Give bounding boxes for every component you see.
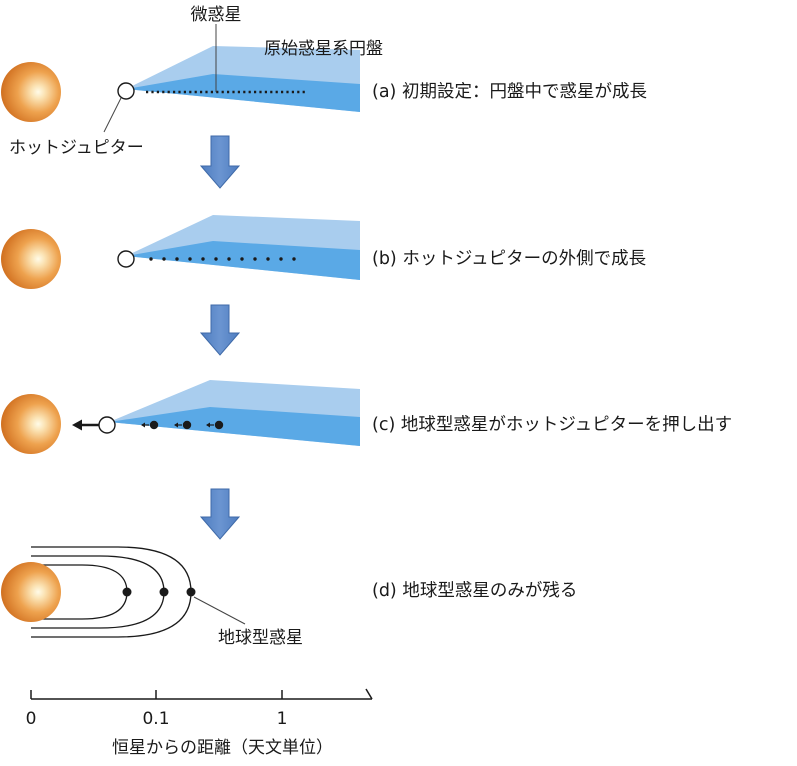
hot-jupiter-pointer <box>103 97 122 133</box>
terrestrial-planets <box>122 587 196 597</box>
protoplanetary-disk <box>126 46 360 112</box>
star <box>1 62 61 122</box>
planetesimal-dots <box>149 257 296 261</box>
star <box>1 562 61 622</box>
stage-c-caption: (c) 地球型惑星がホットジュピターを押し出す <box>372 415 732 435</box>
hot-jupiter <box>117 82 135 100</box>
stage-a: 微惑星 原始惑星系円盤 ホットジュピター (a) 初期設定：円盤中で惑星が成長 <box>1 5 647 158</box>
protoplanetary-disk <box>126 215 360 280</box>
protoplanetary-disk-label: 原始惑星系円盤 <box>264 39 383 59</box>
tick-label-0: 0 <box>26 709 37 729</box>
down-arrow-1 <box>199 135 241 189</box>
star <box>1 229 61 289</box>
axis-label: 恒星からの距離（天文単位） <box>112 738 333 758</box>
protoplanetary-disk <box>109 380 360 446</box>
planetesimal-label: 微惑星 <box>191 5 242 25</box>
stage-d: 地球型惑星 (d) 地球型惑星のみが残る <box>1 546 577 648</box>
down-arrow-2 <box>199 304 241 356</box>
distance-axis: 0 0.1 1 恒星からの距離（天文単位） <box>26 688 373 758</box>
terrestrial-planet-label: 地球型惑星 <box>218 628 303 648</box>
star <box>1 394 61 454</box>
hot-jupiter-label: ホットジュピター <box>9 138 144 158</box>
hot-jupiter <box>117 250 135 268</box>
tick-label-0.1: 0.1 <box>142 709 169 729</box>
stage-a-caption: (a) 初期設定：円盤中で惑星が成長 <box>372 82 647 102</box>
stage-b-caption: (b) ホットジュピターの外側で成長 <box>372 249 646 269</box>
stage-b: (b) ホットジュピターの外側で成長 <box>1 215 646 289</box>
stage-c: (c) 地球型惑星がホットジュピターを押し出す <box>1 380 732 454</box>
down-arrow-3 <box>199 488 241 540</box>
tick-label-1: 1 <box>277 709 288 729</box>
terrestrial-planets-migrating <box>141 420 224 430</box>
push-arrow <box>72 419 99 431</box>
hot-jupiter <box>98 416 116 434</box>
stage-d-caption: (d) 地球型惑星のみが残る <box>372 581 577 601</box>
terrestrial-planet-pointer <box>193 596 246 625</box>
